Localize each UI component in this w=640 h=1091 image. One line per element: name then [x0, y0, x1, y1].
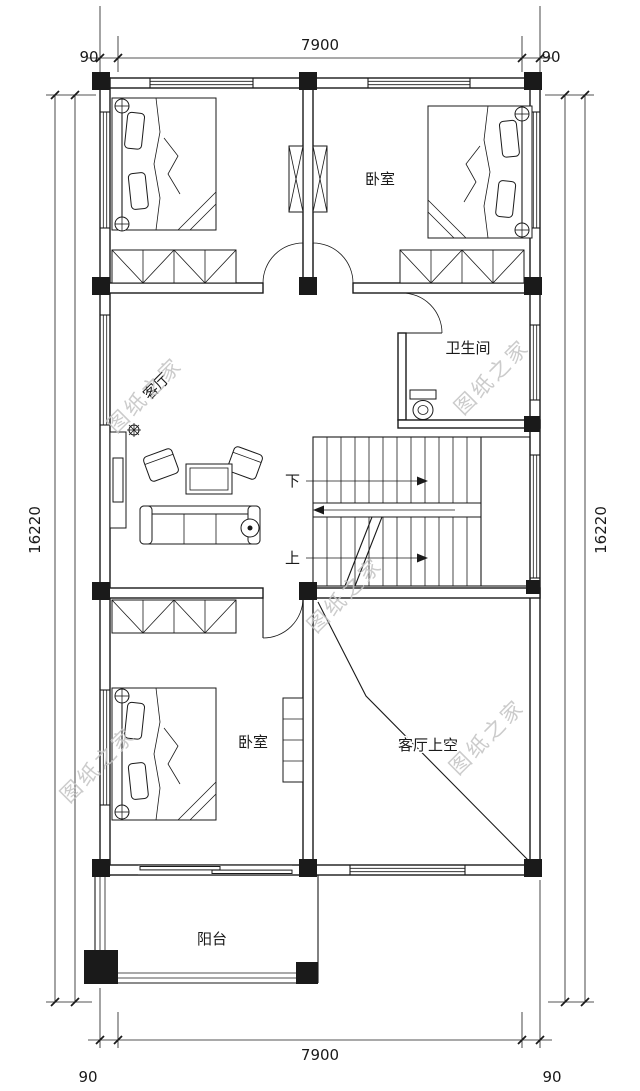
armchair: [141, 447, 181, 483]
lamp-fixture-icon: [514, 106, 530, 122]
duct-shaft: [288, 145, 328, 213]
stair-down-label: 下: [285, 472, 300, 490]
dim-top-width: 7900: [301, 36, 339, 54]
dim-right-height: 16220: [592, 506, 610, 554]
staircase: 下 上: [283, 436, 531, 587]
lamp-fixture-icon: [114, 98, 130, 114]
columns: [84, 72, 542, 984]
bedroom-bottom-label: 卧室: [238, 733, 268, 751]
sofa: [139, 505, 261, 545]
window-right-bathroom: [530, 324, 540, 401]
dim-top-right-offset: 90: [541, 48, 560, 66]
window-top-right-bedroom: [367, 78, 471, 88]
window-right-stairs: [530, 454, 540, 579]
living-room-void-label: 客厅上空: [398, 736, 458, 754]
lamp-fixture-icon: [114, 216, 130, 232]
window-bottom-void: [349, 865, 466, 875]
bed: [111, 97, 217, 231]
dim-bottom-right-offset: 90: [542, 1068, 561, 1086]
balcony-label: 阳台: [197, 930, 227, 948]
lamp-fixture-icon: [114, 688, 130, 704]
bathroom-label: 卫生间: [445, 339, 490, 357]
lamp-fixture-icon: [514, 222, 530, 238]
balcony-railing: [94, 875, 319, 984]
dimension-right: 16220: [545, 90, 610, 1007]
side-table: [240, 518, 260, 538]
bedroom-top-label: 卧室: [365, 170, 395, 188]
toilet: [409, 389, 437, 420]
plant: [127, 423, 141, 437]
stair-up-label: 上: [285, 549, 300, 567]
window-top-left-bedroom: [149, 78, 254, 88]
closet: [282, 697, 304, 783]
door-bedroom-bottom: [262, 597, 304, 639]
bed: [111, 687, 217, 821]
wardrobe: [399, 249, 525, 284]
window-left-bedroom-bottom: [100, 689, 110, 806]
sliding-door-balcony: [138, 865, 293, 875]
window-left-living-room: [100, 314, 110, 426]
dimension-top: 7900 90 90: [79, 6, 561, 72]
tv-cabinet: [109, 431, 127, 529]
wardrobe: [111, 599, 237, 634]
door-bedroom-top-left: [262, 242, 304, 284]
dim-left-height: 16220: [26, 506, 44, 554]
dim-bottom-left-offset: 90: [78, 1068, 97, 1086]
door-bathroom: [401, 292, 443, 334]
coffee-table: [185, 463, 233, 495]
dim-top-left-offset: 90: [79, 48, 98, 66]
bed: [427, 105, 533, 239]
dim-bottom-width: 7900: [301, 1046, 339, 1064]
dimension-left: 16220: [26, 90, 96, 1007]
dimension-bottom: 7900 90 90: [78, 880, 562, 1086]
lamp-fixture-icon: [114, 804, 130, 820]
door-bedroom-top-right: [312, 242, 354, 284]
watermark-text: 图纸之家: [103, 353, 188, 438]
wardrobe: [111, 249, 237, 284]
void-diagonal-line: [317, 601, 529, 861]
window-left-bedroom-top: [100, 111, 110, 229]
